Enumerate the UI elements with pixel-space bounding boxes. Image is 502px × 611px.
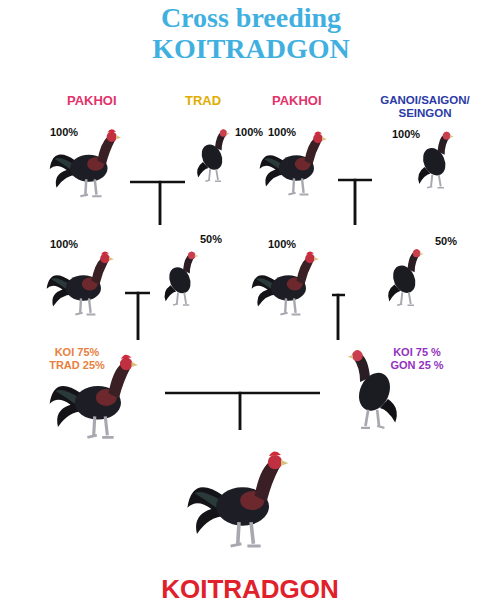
percent-label: 100% [235,126,263,139]
hen-figure [165,251,199,305]
percent-label: KOI 75% TRAD 25% [48,346,106,371]
rooster-figure [47,251,114,314]
diagram-title: Cross breeding KOITRADGON [131,2,371,64]
percent-label: 50% [200,233,222,246]
breed-node: 50% [150,225,230,320]
percent-label: 100% [268,126,296,139]
percent-label: KOI 75 % GON 25 % [388,346,446,371]
percent-label: 100% [392,128,420,141]
breed-node: TRAD 100% [185,90,266,202]
rooster-figure [252,251,319,314]
breed-node: 100% [250,228,332,328]
percent-label: 100% [268,238,296,251]
hen-figure [418,132,454,188]
breed-node: KOI 75 % GON 25 % [320,340,460,450]
rooster-figure [50,129,121,196]
breed-label: KOITRADGON [150,575,350,605]
breed-node: KOITRADGON [150,430,352,608]
rooster-figure [187,452,288,547]
breed-label: PAKHOI [67,94,117,109]
cross-connector [165,393,240,430]
breed-node: GANOI/SAIGON/ SEINGON 100% [372,90,480,205]
percent-label: 100% [50,126,78,139]
cross-connector [130,182,160,225]
breed-label: PAKHOI [272,94,322,109]
cross-connector [138,293,150,340]
percent-label: GANOI/SAIGON/ SEINGON [372,94,478,120]
rooster-figure [260,131,327,194]
cross-connector [338,295,345,340]
hen-figure [197,129,230,181]
cross-connector [240,393,320,430]
breed-node: 100% [40,228,125,328]
percent-label: 50% [435,235,457,248]
cross-connector [338,180,355,225]
breed-node: PAKHOI 100% [258,90,338,212]
breed-node: KOI 75% TRAD 25% [40,340,165,450]
breed-label: TRAD [185,94,221,109]
cross-connector [355,180,372,225]
breed-node: 50% [345,225,463,320]
breed-node: PAKHOI 100% [45,90,130,212]
hen-figure [388,249,424,305]
percent-label: 100% [50,238,78,251]
cross-connector [160,182,185,225]
cross-connector [125,293,138,340]
hen-figure [348,350,397,428]
